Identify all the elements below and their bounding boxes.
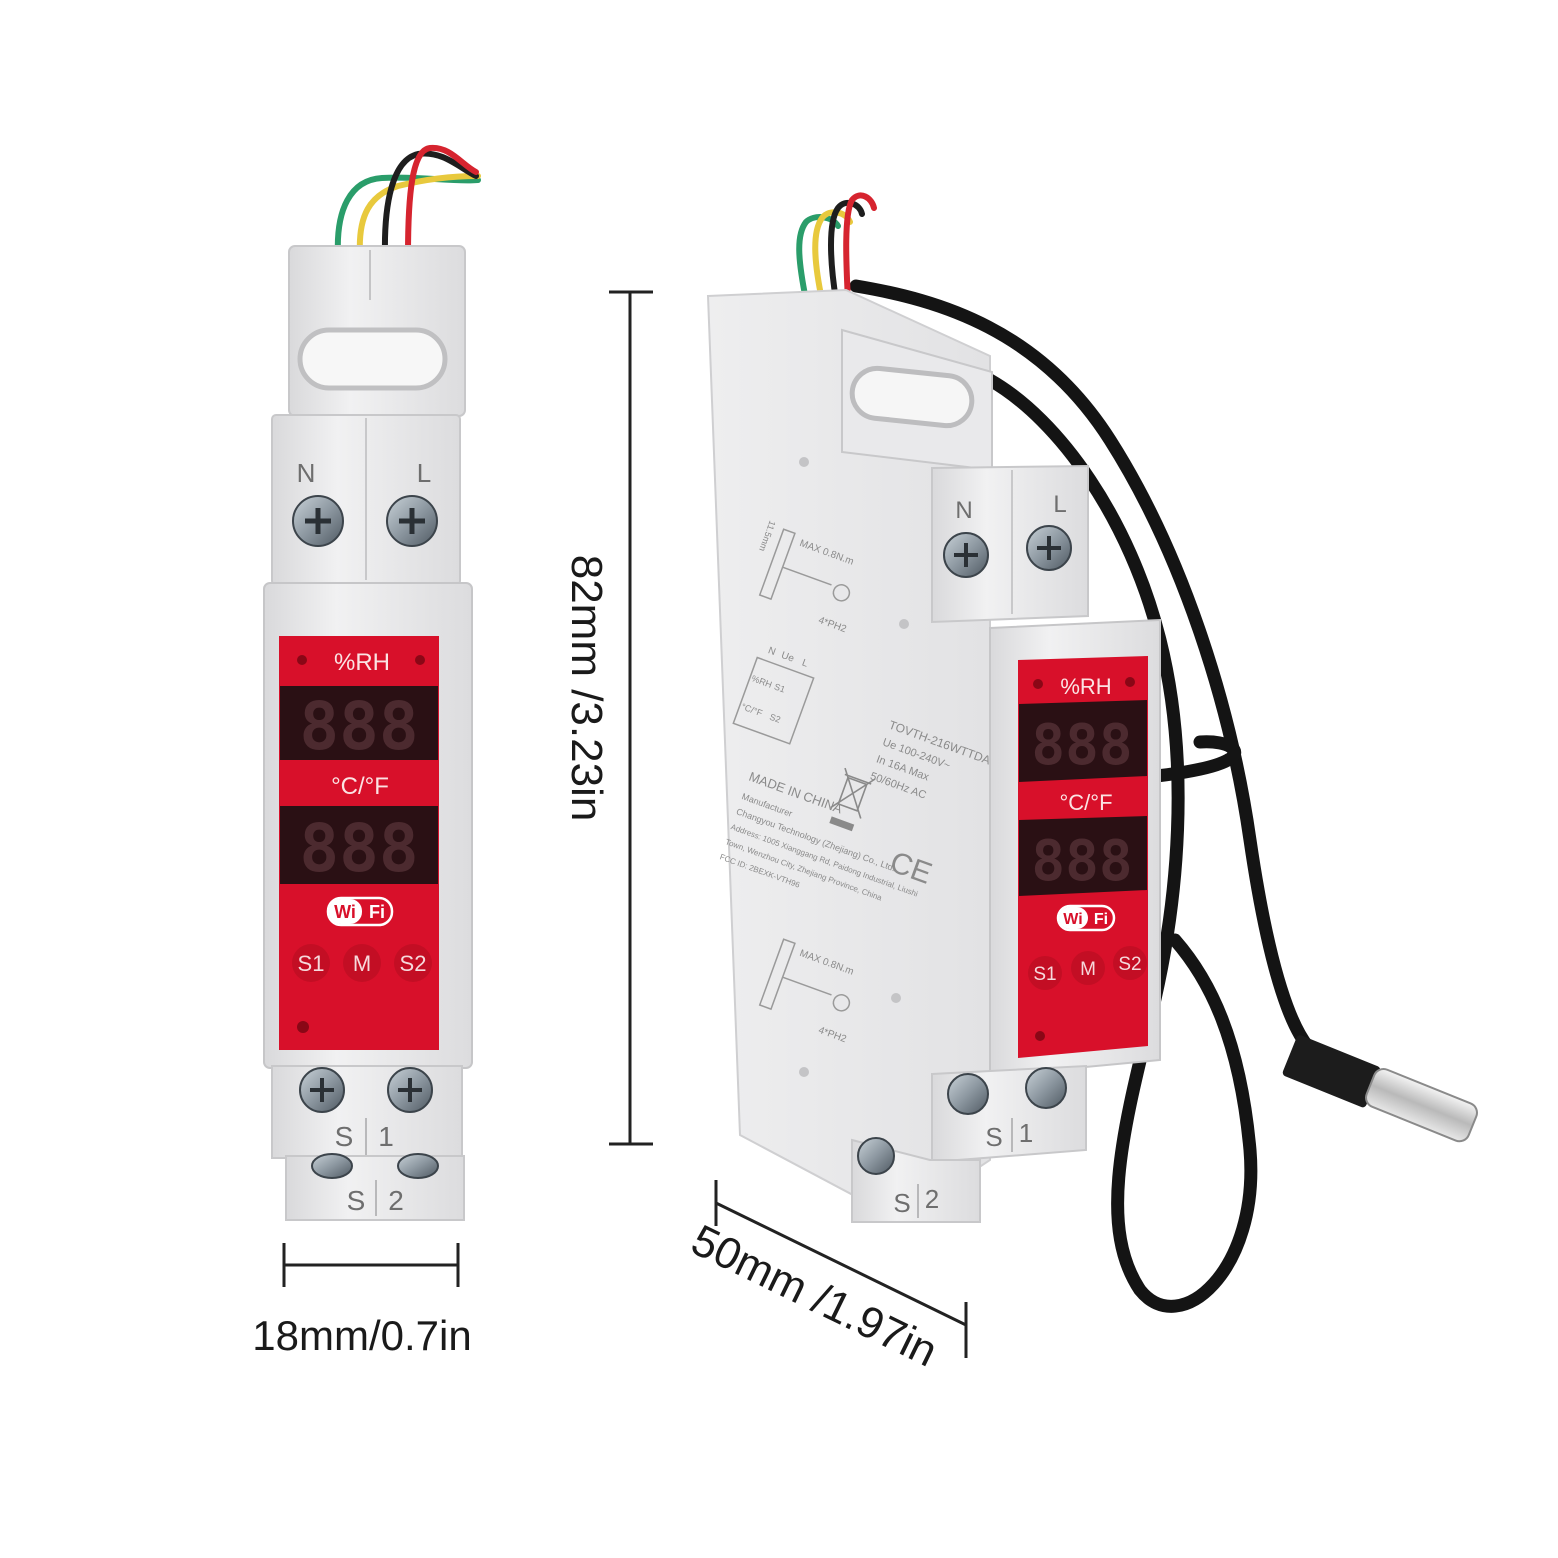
terminal-l-label: L <box>417 458 431 488</box>
humidity-display <box>280 686 438 760</box>
temperature-digits: 888 <box>1031 829 1132 894</box>
s1-button[interactable]: S1 <box>292 944 330 982</box>
humidity-label: %RH <box>1060 674 1111 699</box>
svg-text:S1: S1 <box>1033 964 1056 985</box>
mode-button[interactable]: M <box>343 944 381 982</box>
screw-icon <box>292 495 344 547</box>
front-view-device: N L %RH 888 °C/°F 888 Wi <box>263 144 481 1221</box>
status-led <box>297 1021 309 1033</box>
svg-text:Fi: Fi <box>369 902 385 922</box>
terminal-s1-number: 1 <box>1019 1118 1033 1148</box>
s1-button[interactable]: S1 <box>1028 956 1062 990</box>
sensor-wires <box>334 144 481 258</box>
svg-text:N: N <box>766 645 777 658</box>
screw-icon <box>387 1067 433 1113</box>
humidity-display <box>1019 700 1147 782</box>
terminal-s2-number: 2 <box>388 1185 404 1216</box>
terminal-s2-letter: S <box>347 1185 366 1216</box>
svg-text:S1: S1 <box>298 951 325 976</box>
humidity-digits: 888 <box>1031 713 1132 778</box>
mode-button[interactable]: M <box>1071 951 1105 985</box>
humidity-label: %RH <box>334 649 390 676</box>
svg-text:S2: S2 <box>768 712 782 725</box>
wifi-logo: Wi Fi <box>1056 904 1116 932</box>
svg-text:S2: S2 <box>1118 954 1141 975</box>
humidity-digits: 888 <box>299 688 418 765</box>
screw-icon <box>1026 525 1072 571</box>
terminal-l-label: L <box>1053 491 1066 518</box>
wifi-logo: Wi Fi <box>326 896 394 927</box>
temperature-digits: 888 <box>299 810 418 887</box>
s2-button[interactable]: S2 <box>1113 946 1147 980</box>
side-view-device: N L %RH 888 °C/°F 888 Wi F <box>706 192 1478 1313</box>
s2-button[interactable]: S2 <box>394 944 432 982</box>
height-label: 82mm /3.23in <box>562 555 611 822</box>
svg-text:S2: S2 <box>400 951 427 976</box>
screw-icon <box>386 495 438 547</box>
temperature-label: °C/°F <box>331 773 389 800</box>
temperature-label: °C/°F <box>1059 790 1112 815</box>
screw-icon <box>947 1073 989 1115</box>
terminal-s1-letter: S <box>985 1122 1002 1152</box>
terminal-n-label: N <box>955 497 972 524</box>
terminal-s2-letter: S <box>893 1188 910 1218</box>
front-panel: %RH 888 °C/°F 888 Wi Fi S1 M S2 <box>1018 656 1148 1058</box>
front-panel: %RH 888 °C/°F 888 Wi Fi S1 M S2 <box>279 636 439 1050</box>
screw-icon <box>857 1137 895 1175</box>
screw-icon <box>397 1153 439 1179</box>
terminal-n-label: N <box>297 458 316 488</box>
svg-text:Ue: Ue <box>780 650 796 665</box>
sensor-wires <box>796 192 877 303</box>
screw-icon <box>311 1153 353 1179</box>
svg-text:L: L <box>800 658 809 670</box>
screw-icon <box>943 532 989 578</box>
wiring-diagram: N Ue L %RH S1 °C/°F S2 <box>732 645 815 745</box>
temperature-display <box>280 806 438 884</box>
height-dimension: 82mm /3.23in <box>562 290 653 1146</box>
status-led <box>1035 1031 1045 1041</box>
weee-bin-icon <box>829 767 876 832</box>
svg-text:M: M <box>353 951 371 976</box>
terminal-s2-number: 2 <box>925 1184 939 1214</box>
svg-text:M: M <box>1080 959 1096 980</box>
temperature-probe <box>1282 1035 1478 1143</box>
svg-text:Wi: Wi <box>334 902 356 922</box>
temperature-display <box>1019 816 1147 896</box>
svg-text:Fi: Fi <box>1094 911 1108 928</box>
screw-icon <box>1025 1067 1067 1109</box>
screw-icon <box>299 1067 345 1113</box>
svg-text:Wi: Wi <box>1063 911 1082 928</box>
terminal-s1-number: 1 <box>378 1121 394 1152</box>
svg-text:S1: S1 <box>773 681 787 694</box>
width-label: 18mm/0.7in <box>252 1312 471 1359</box>
width-dimension: 18mm/0.7in <box>252 1243 472 1359</box>
terminal-s1-letter: S <box>335 1121 354 1152</box>
